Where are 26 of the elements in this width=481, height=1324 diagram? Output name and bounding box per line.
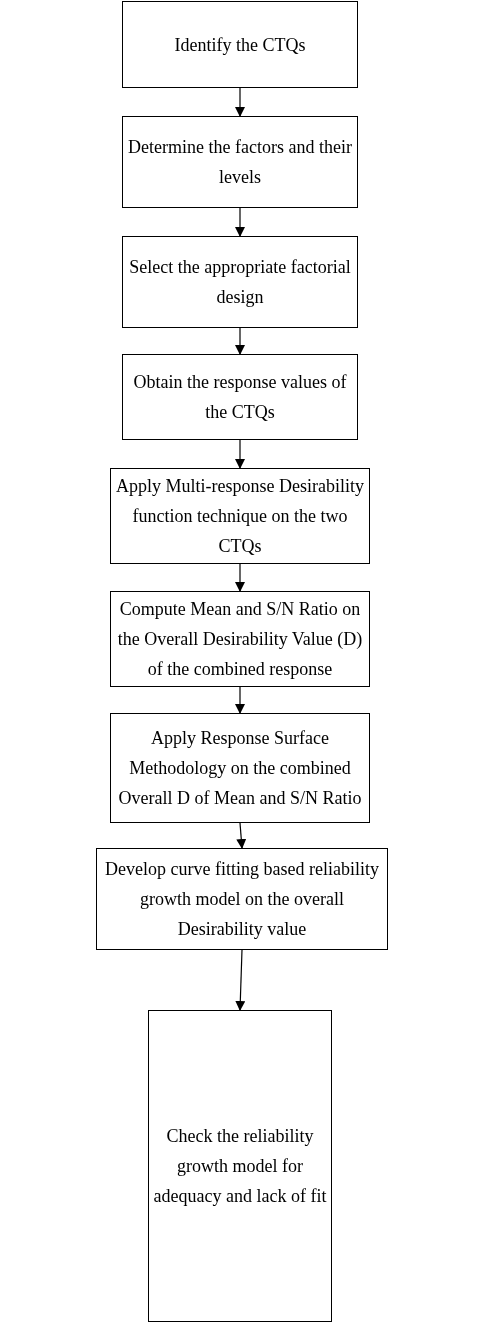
- step-text: Identify the CTQs: [174, 33, 306, 57]
- step-text: Check the reliability growth model for adequacy and lack of fit: [153, 1125, 327, 1208]
- process-box: [148, 1010, 332, 1322]
- step-text: Compute Mean and S/N Ratio on the Overall Desirability Value (D) of the combined response: [116, 598, 364, 681]
- process-box: [96, 848, 388, 950]
- process-box: [110, 591, 370, 687]
- step-text: Apply Multi-response Desirability function technique on the two CTQs: [115, 475, 365, 558]
- step-text: Obtain the response values of the CTQs: [132, 371, 348, 424]
- arrow: [235, 439, 245, 469]
- arrow: [235, 949, 246, 1011]
- process-box: [122, 116, 358, 208]
- process-box: [110, 713, 370, 823]
- step-text: Determine the factors and their levels: [127, 136, 353, 189]
- process-box: [110, 468, 370, 564]
- arrow: [235, 327, 245, 355]
- arrow: [235, 563, 245, 592]
- process-box: [122, 236, 358, 328]
- arrow: [235, 207, 245, 237]
- step-text: Apply Response Surface Methodology on the combined Overall D of Mean and S/N Ratio: [117, 727, 363, 810]
- process-box: [122, 1, 358, 88]
- step-text: Select the appropriate factorial design: [128, 256, 352, 309]
- arrow: [235, 87, 245, 117]
- step-text: Develop curve fitting based reliability growth model on the overall Desirability value: [104, 858, 380, 941]
- process-box: [122, 354, 358, 440]
- arrow: [236, 822, 247, 849]
- arrow: [235, 686, 245, 714]
